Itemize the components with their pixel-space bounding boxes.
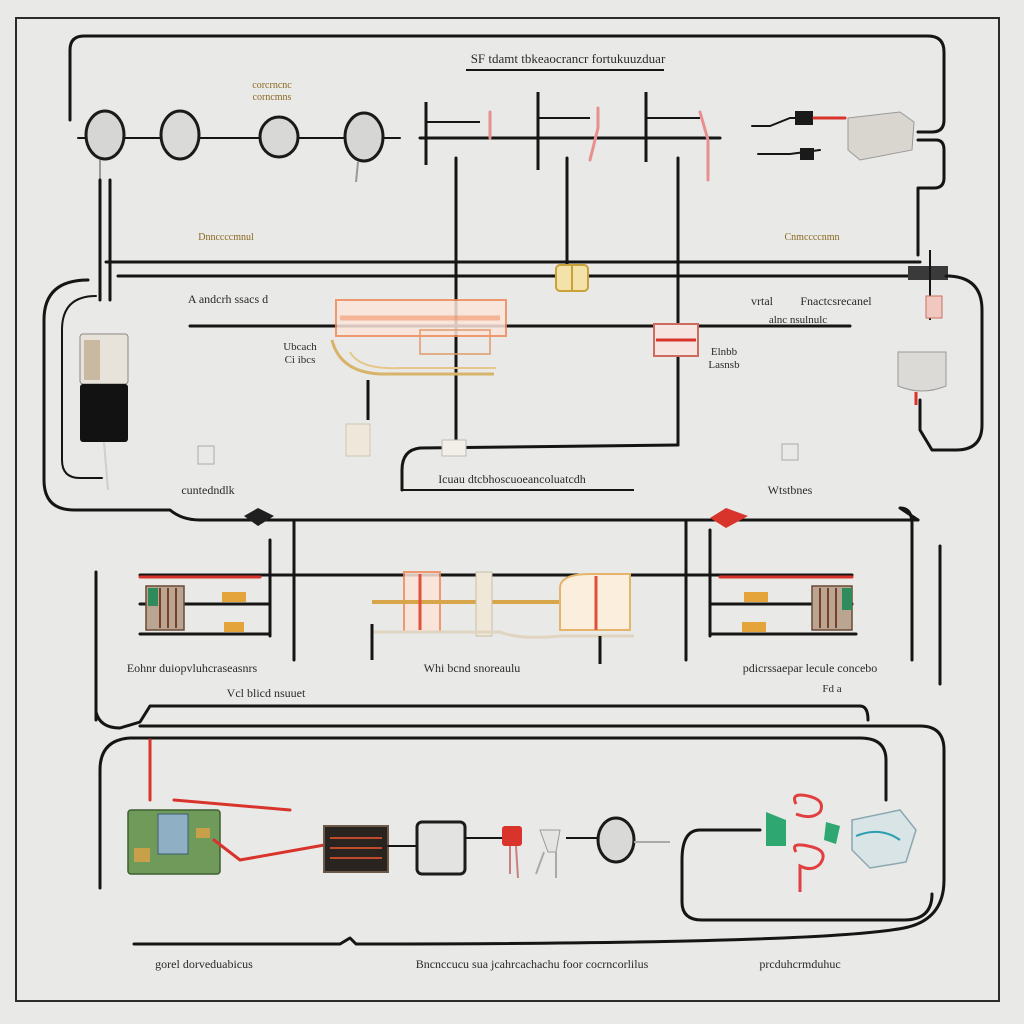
bottom-pcb-module — [127, 738, 332, 875]
bottom-right-label: prcduhcrmduhuc — [759, 957, 840, 971]
bottom-center-label: Bncnccucu sua jcahrcachachu foor cocrnco… — [416, 957, 649, 971]
bottom-inductor — [323, 825, 389, 873]
top-left-label-2: corncmns — [253, 92, 292, 103]
row2-left-label: Eohnr duiopvluhcraseasnrs — [127, 661, 258, 675]
gold-label-left: Dnnccccmnul — [198, 232, 254, 243]
bulb-2 — [159, 109, 201, 161]
lower-loop-left — [98, 736, 888, 890]
switch-contacts — [424, 92, 710, 182]
top-right-drop-wire — [916, 138, 946, 257]
row2-center-label: Whi bcnd snoreaulu — [424, 661, 521, 675]
center-left-label-1: Ubcach — [283, 341, 317, 353]
left-coil-module — [145, 585, 246, 632]
bus-fuse — [555, 264, 589, 292]
center-return-wire — [400, 443, 680, 492]
left-mid-label: A andcrh ssacs d — [188, 292, 268, 306]
right-lower-label: Wtstbnes — [768, 483, 813, 497]
right-mid-label-2: Fnactcsrecanel — [800, 294, 872, 308]
center-heater — [330, 299, 507, 457]
lower-loop-right — [680, 828, 934, 922]
bulb-3 — [258, 115, 300, 159]
right-capacitor — [897, 351, 947, 405]
center-row2-assembly — [370, 571, 634, 664]
right-mid-label-1: vrtal — [751, 294, 774, 308]
right-coil-module — [742, 585, 853, 632]
top-left-label-1: corcrncnc — [252, 80, 292, 91]
left-inner-loop — [61, 295, 103, 479]
left-battery — [79, 333, 129, 491]
right-bus-connector — [710, 508, 748, 528]
center-left-label-2: Ci ibcs — [285, 354, 316, 366]
center-right-label-1: Elnbb — [711, 346, 738, 358]
center-right-label-2: Lasnsb — [708, 359, 740, 371]
bottom-left-label: gorel dorveduabicus — [155, 957, 253, 971]
bottom-diode-pins — [535, 829, 600, 878]
bottom-lamp — [596, 816, 670, 864]
bottom-red-led — [502, 826, 522, 879]
left-lower-label: cuntedndlk — [181, 483, 234, 497]
lower-loop-outer — [132, 724, 946, 946]
left-outer-loop — [42, 278, 920, 522]
bulb-1 — [84, 109, 126, 180]
left-bus-connector — [244, 508, 274, 526]
right-mid-small-label: alnc nsulnulc — [769, 314, 827, 326]
right-terminal — [908, 250, 948, 320]
right-bus-extension — [898, 506, 920, 662]
left-lower-tag — [197, 445, 215, 465]
outer-frame — [15, 17, 1000, 1002]
center-caption: Icuau dtcbhoscuoeancoluatcdh — [438, 472, 586, 486]
bulb-4 — [343, 111, 385, 183]
row2-right-sub-label: Fd a — [822, 683, 841, 695]
right-outer-loop — [918, 274, 984, 452]
center-right-relay — [653, 323, 699, 357]
right-lower-tag — [781, 443, 799, 461]
top-right-connector — [751, 111, 915, 161]
gold-label-right: Cnmccccnmn — [785, 232, 840, 243]
row2-left-sub-label: Vcl blicd nsuuet — [227, 686, 306, 700]
bottom-switch-box — [415, 820, 467, 876]
top-loop-wire — [68, 34, 946, 134]
center-junction — [441, 439, 467, 457]
row2-right-label: pdicrssaepar lecule concebo — [743, 661, 878, 675]
diagram-title: SF tdamt tbkeaocrancr fortukuuzduar — [471, 51, 666, 66]
bottom-right-cluster — [766, 793, 917, 892]
lower-loop-upper — [94, 704, 870, 730]
